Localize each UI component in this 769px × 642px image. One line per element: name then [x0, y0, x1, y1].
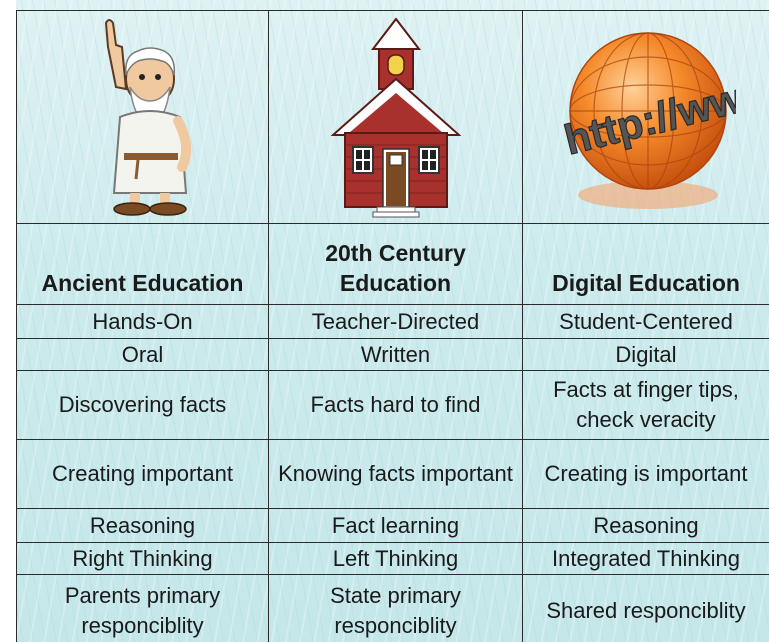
table-row: Discovering facts Facts hard to find Fac… [16, 370, 769, 440]
cell-20th-century: Left Thinking [268, 542, 523, 575]
cell-20th-century: Fact learning [268, 508, 523, 543]
table-row: Creating important Knowing facts importa… [16, 439, 769, 509]
schoolhouse-icon [330, 16, 461, 217]
digital-illustration-cell: http://www [522, 10, 769, 224]
cell-digital: Creating is important [522, 439, 769, 509]
cell-ancient: Hands-On [16, 304, 269, 339]
cell-20th-century: State primary responciblity [268, 574, 523, 642]
ancient-teacher-icon [104, 19, 191, 216]
header-20th-century: 20th Century Education [268, 223, 523, 305]
cell-20th-century: Teacher-Directed [268, 304, 523, 339]
education-comparison-table: http://www Ancient Education 20th Centur… [16, 10, 769, 642]
cell-20th-century: Written [268, 338, 523, 371]
cell-digital: Digital [522, 338, 769, 371]
schoolhouse-illustration-cell [268, 10, 523, 224]
web-globe-icon: http://www [559, 32, 736, 209]
header-ancient: Ancient Education [16, 223, 269, 305]
cell-ancient: Creating important [16, 439, 269, 509]
left-margin [0, 0, 16, 642]
cell-digital: Integrated Thinking [522, 542, 769, 575]
cell-digital: Student-Centered [522, 304, 769, 339]
table-row: Hands-On Teacher-Directed Student-Center… [16, 304, 769, 339]
ancient-illustration-cell [16, 10, 269, 224]
header-digital: Digital Education [522, 223, 769, 305]
cell-ancient: Reasoning [16, 508, 269, 543]
cell-ancient: Right Thinking [16, 542, 269, 575]
illustration-row: http://www [16, 10, 769, 224]
header-row: Ancient Education 20th Century Education… [16, 223, 769, 305]
cell-ancient: Discovering facts [16, 370, 269, 440]
cell-digital: Shared responciblity [522, 574, 769, 642]
table-row: Parents primary responciblity State prim… [16, 574, 769, 642]
cell-20th-century: Facts hard to find [268, 370, 523, 440]
cell-digital: Facts at finger tips, check veracity [522, 370, 769, 440]
table-row: Right Thinking Left Thinking Integrated … [16, 542, 769, 575]
cell-ancient: Parents primary responciblity [16, 574, 269, 642]
cell-ancient: Oral [16, 338, 269, 371]
table-row: Reasoning Fact learning Reasoning [16, 508, 769, 543]
table-row: Oral Written Digital [16, 338, 769, 371]
cell-digital: Reasoning [522, 508, 769, 543]
cell-20th-century: Knowing facts important [268, 439, 523, 509]
